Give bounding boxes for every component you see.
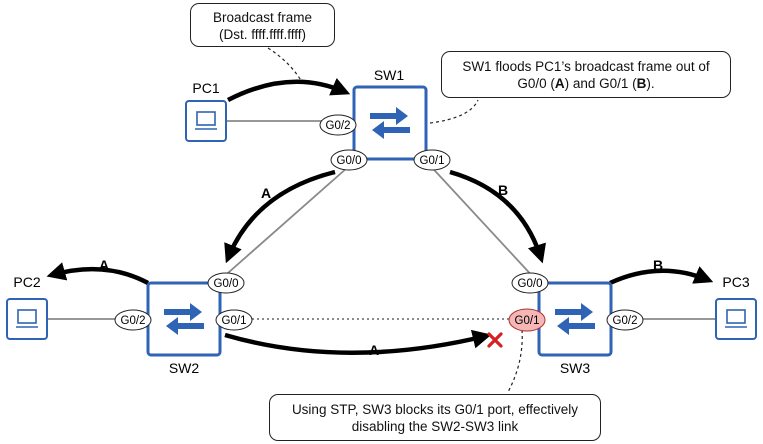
port-label: G0/0	[337, 155, 362, 167]
callout-stp-line1: Using STP, SW3 blocks its G0/1 port, eff…	[291, 402, 579, 417]
callout-stp-blocks: Using STP, SW3 blocks its G0/1 port, eff…	[269, 394, 601, 441]
path-label-a-sw2-sw3: A	[369, 342, 379, 358]
arrow-a-sw2-to-pc2	[46, 262, 150, 285]
sw3: SW3	[537, 281, 613, 376]
port-sw1-g01: G0/1	[413, 149, 451, 171]
link-sw1-sw2	[219, 159, 357, 281]
callout-broadcast-frame: Broadcast frame (Dst. ffff.ffff.ffff)	[190, 3, 335, 47]
port-label: G0/1	[420, 155, 445, 167]
sw1-label: SW1	[374, 67, 405, 83]
port-sw3-g00: G0/0	[511, 272, 549, 294]
port-sw2-g00: G0/0	[207, 272, 245, 294]
port-sw2-g02: G0/2	[114, 309, 152, 331]
pc2-label: PC2	[13, 274, 40, 290]
sw2-label: SW2	[169, 360, 200, 376]
pc3-label: PC3	[722, 274, 749, 290]
leader-broadcast	[267, 47, 303, 83]
leader-stp	[507, 329, 523, 393]
path-label-a-sw1-sw2: A	[261, 185, 271, 201]
pc-icon	[16, 309, 38, 328]
callout-flood-line1: SW1 floods PC1’s broadcast frame out of	[462, 59, 710, 74]
callout-flood-b: B	[636, 76, 647, 91]
arrow-pc1-to-sw1	[226, 78, 351, 102]
sw3-label: SW3	[560, 360, 591, 376]
pc2: PC2	[6, 274, 48, 340]
callout-broadcast-line1: Broadcast frame	[212, 10, 313, 25]
port-label: G0/0	[518, 278, 543, 290]
pc-icon	[725, 309, 747, 328]
link-sw1-sw3	[424, 159, 537, 281]
callout-flood-text: ) and G0/1 (	[564, 76, 637, 91]
path-label-b-sw3-pc3: B	[653, 257, 663, 273]
port-sw3-g01-blocked: G0/1	[508, 308, 546, 332]
port-label: G0/2	[326, 120, 351, 132]
port-label: G0/1	[222, 315, 247, 327]
blocked-x-icon	[487, 332, 503, 348]
port-sw3-g02: G0/2	[606, 309, 644, 331]
leader-flood	[429, 99, 479, 124]
callout-flood-line2: G0/0 (A) and G0/1 (B).	[442, 75, 730, 92]
sw1: SW1	[352, 67, 428, 161]
pc1: PC1	[185, 80, 227, 142]
callout-flood-text: G0/0 (	[517, 76, 555, 91]
port-sw2-g01: G0/1	[215, 309, 253, 331]
arrow-b-sw3-to-pc3	[609, 266, 714, 286]
port-sw1-g00: G0/0	[330, 149, 368, 171]
callout-stp-line2: disabling the SW2-SW3 link	[351, 419, 519, 434]
callout-flood-text: ).	[646, 76, 655, 91]
port-label: G0/0	[214, 278, 239, 290]
pc1-label: PC1	[192, 80, 219, 96]
pc3: PC3	[715, 274, 757, 340]
pc-icon	[195, 111, 217, 130]
path-label-b-sw1-sw3: B	[498, 182, 508, 198]
arrow-a-sw1-to-sw2	[224, 169, 336, 264]
arrow-b-sw1-to-sw3	[449, 169, 546, 264]
arrow-a-sw2-to-sw3	[224, 329, 492, 355]
path-label-a-sw2-pc2: A	[99, 257, 109, 273]
port-label: G0/2	[613, 315, 638, 327]
callout-sw1-floods: SW1 floods PC1’s broadcast frame out of …	[441, 51, 731, 98]
callout-broadcast-line2: (Dst. ffff.ffff.ffff)	[218, 27, 307, 42]
port-label: G0/1	[515, 315, 540, 327]
sw2: SW2	[146, 281, 222, 376]
callout-flood-a: A	[554, 76, 565, 91]
port-label: G0/2	[121, 315, 146, 327]
port-sw1-g02: G0/2	[319, 114, 357, 136]
